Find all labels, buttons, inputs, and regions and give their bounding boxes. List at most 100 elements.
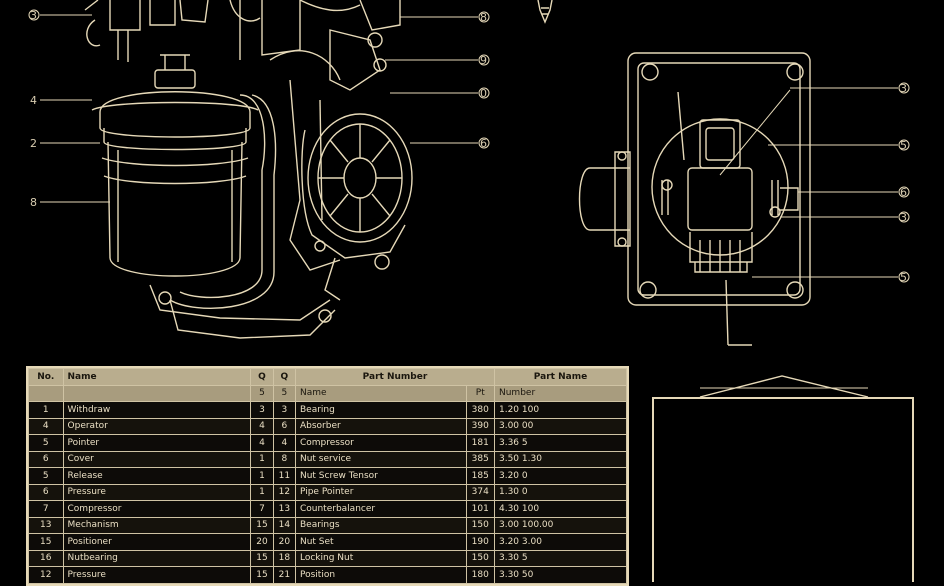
callout-label: 6 bbox=[480, 137, 487, 150]
row-q2: 4 bbox=[272, 434, 296, 452]
row-part-name: Compressor bbox=[294, 434, 467, 452]
row-part-name: Absorber bbox=[294, 417, 467, 435]
row-number: 3.20 0 bbox=[493, 467, 628, 485]
row-number: 4.30 100 bbox=[493, 500, 628, 518]
row-part-name: Pipe Pointer bbox=[294, 483, 467, 501]
callout-label: 9 bbox=[480, 54, 487, 67]
row-no: 7 bbox=[28, 500, 64, 518]
row-q1: 1 bbox=[250, 483, 274, 501]
row-number: 3.20 3.00 bbox=[493, 533, 628, 551]
callout-label: 0 bbox=[480, 87, 487, 100]
row-part-name: Nut service bbox=[294, 450, 467, 468]
title-block-frame bbox=[652, 397, 914, 582]
row-name: Positioner bbox=[62, 533, 252, 551]
callout-label: 3 bbox=[900, 211, 907, 224]
callout-label: 3 bbox=[900, 82, 907, 95]
header-name: Name bbox=[62, 368, 252, 386]
row-number: 3.00 100.00 bbox=[493, 516, 628, 534]
row-q1: 20 bbox=[250, 533, 274, 551]
subheader-cell: 5 bbox=[250, 384, 274, 402]
row-pt: 101 bbox=[465, 500, 495, 518]
subheader-cell: 5 bbox=[272, 384, 296, 402]
callouts-center: 8 9 0 6 bbox=[385, 11, 490, 150]
table-header-row: No. Name Q Q Part Number Part Name bbox=[28, 368, 628, 386]
header-q2: Q bbox=[272, 368, 296, 386]
header-no: No. bbox=[28, 368, 64, 386]
row-q1: 3 bbox=[250, 401, 274, 419]
parts-list-table: No. Name Q Q Part Number Part Name 5 5 N… bbox=[26, 366, 629, 586]
row-number: 3.36 5 bbox=[493, 434, 628, 452]
subheader-cell: Name bbox=[294, 384, 467, 402]
row-pt: 150 bbox=[465, 516, 495, 534]
row-pt: 374 bbox=[465, 483, 495, 501]
row-no: 5 bbox=[28, 467, 64, 485]
callout-label: 8 bbox=[30, 196, 37, 209]
row-q2: 20 bbox=[272, 533, 296, 551]
subheader-cell bbox=[28, 384, 64, 402]
row-part-name: Position bbox=[294, 566, 467, 584]
callout-label: 2 bbox=[30, 137, 37, 150]
row-q2: 12 bbox=[272, 483, 296, 501]
callout-label: 5 bbox=[900, 139, 907, 152]
row-q1: 7 bbox=[250, 500, 274, 518]
row-name: Operator bbox=[62, 417, 252, 435]
fuel-filter-assembly bbox=[84, 0, 413, 339]
row-no: 13 bbox=[28, 516, 64, 534]
row-no: 5 bbox=[28, 434, 64, 452]
row-name: Nutbearing bbox=[62, 549, 252, 567]
header-part-name: Part Name bbox=[493, 368, 628, 386]
row-name: Pointer bbox=[62, 434, 252, 452]
row-q2: 3 bbox=[272, 401, 296, 419]
header-q1: Q bbox=[250, 368, 274, 386]
callout-label: 5 bbox=[900, 271, 907, 284]
callout-label: 8 bbox=[480, 11, 487, 24]
row-name: Compressor bbox=[62, 500, 252, 518]
row-q1: 15 bbox=[250, 516, 274, 534]
table-subheader-row: 5 5 Name Pt Number bbox=[28, 384, 628, 402]
subheader-cell: Pt bbox=[465, 384, 495, 402]
row-q1: 4 bbox=[250, 434, 274, 452]
row-q1: 1 bbox=[250, 467, 274, 485]
row-q2: 21 bbox=[272, 566, 296, 584]
valve-block-view bbox=[578, 52, 811, 346]
row-q1: 1 bbox=[250, 450, 274, 468]
row-name: Mechanism bbox=[62, 516, 252, 534]
row-q2: 14 bbox=[272, 516, 296, 534]
row-part-name: Nut Set bbox=[294, 533, 467, 551]
row-name: Release bbox=[62, 467, 252, 485]
callouts-left: 3 4 2 8 bbox=[28, 9, 110, 209]
row-number: 1.20 100 bbox=[493, 401, 628, 419]
row-number: 3.50 1.30 bbox=[493, 450, 628, 468]
row-part-name: Nut Screw Tensor bbox=[294, 467, 467, 485]
row-pt: 180 bbox=[465, 566, 495, 584]
row-pt: 150 bbox=[465, 549, 495, 567]
row-no: 15 bbox=[28, 533, 64, 551]
row-number: 3.30 50 bbox=[493, 566, 628, 584]
row-q1: 15 bbox=[250, 549, 274, 567]
row-pt: 390 bbox=[465, 417, 495, 435]
row-pt: 380 bbox=[465, 401, 495, 419]
row-pt: 185 bbox=[465, 467, 495, 485]
callout-label: 4 bbox=[30, 94, 37, 107]
header-part-number: Part Number bbox=[294, 368, 495, 386]
row-number: 3.30 5 bbox=[493, 549, 628, 567]
row-no: 1 bbox=[28, 401, 64, 419]
bolt-detail bbox=[537, 0, 553, 24]
row-q1: 15 bbox=[250, 566, 274, 584]
row-part-name: Bearings bbox=[294, 516, 467, 534]
row-name: Withdraw bbox=[62, 401, 252, 419]
row-no: 6 bbox=[28, 450, 64, 468]
row-q2: 13 bbox=[272, 500, 296, 518]
row-no: 12 bbox=[28, 566, 64, 584]
callouts-right: 3 5 6 3 5 bbox=[719, 82, 910, 284]
